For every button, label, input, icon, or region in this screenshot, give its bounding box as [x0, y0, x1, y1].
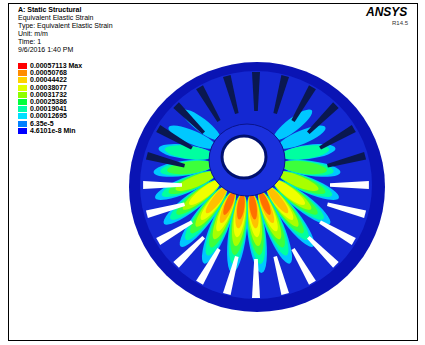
result-info: Type: Equivalent Elastic Strain — [18, 22, 113, 30]
legend-swatch — [18, 85, 27, 91]
legend-value: 0.00038077 — [30, 84, 67, 92]
strain-band — [245, 193, 264, 247]
blade-slot — [173, 102, 205, 134]
legend-swatch — [18, 63, 27, 69]
strain-band — [244, 193, 266, 256]
blade-slot — [196, 248, 221, 285]
legend-swatch — [18, 113, 27, 119]
frame — [9, 4, 418, 341]
result-info: 9/6/2016 1:40 PM — [18, 46, 73, 54]
legend-swatch — [18, 77, 27, 83]
version: R14.5 — [392, 20, 408, 27]
blade-slot — [252, 72, 260, 111]
legend-swatch — [18, 70, 27, 76]
blade-slot — [273, 256, 289, 295]
legend-value: 0.00031732 — [30, 91, 67, 99]
blade-slot — [223, 75, 239, 114]
legend-swatch — [18, 99, 27, 105]
legend-swatch — [18, 128, 27, 134]
blade-slot — [327, 202, 366, 218]
blade-slot — [156, 125, 193, 150]
blade-slot — [156, 220, 193, 245]
result-info: Unit: m/m — [18, 30, 48, 38]
strain-band — [243, 193, 268, 265]
blade-slot — [291, 85, 316, 122]
legend-value: 0.00057113 Max — [30, 62, 82, 70]
legend-value: 0.00019041 — [30, 105, 67, 113]
blade-slot — [252, 259, 260, 298]
blade-slot — [291, 248, 316, 285]
hub-bore — [222, 136, 266, 178]
blade-slot — [319, 220, 356, 245]
wheel-rim — [129, 62, 385, 312]
blade-slot — [143, 181, 182, 189]
hub — [209, 124, 285, 196]
legend-value: 4.6101e-8 Min — [30, 127, 76, 135]
blade-slot — [330, 181, 369, 189]
legend-value: 0.00012695 — [30, 112, 67, 120]
blade-slot — [307, 102, 339, 134]
logo: ANSYS — [366, 6, 407, 19]
blade-slot — [273, 75, 289, 114]
legend-value: 0.00025386 — [30, 98, 67, 106]
legend-value: 6.35e-5 — [30, 120, 54, 128]
legend-swatch — [18, 121, 27, 127]
wheel-disk — [140, 71, 372, 299]
blade-slot — [196, 85, 221, 122]
analysis-title: A: Static Structural — [18, 6, 81, 14]
blade-slot — [146, 202, 185, 218]
blade-slot — [146, 152, 185, 168]
blade-slot — [307, 236, 339, 268]
blade-slot — [223, 256, 239, 295]
legend-value: 0.00050768 — [30, 69, 67, 77]
blade-slot — [173, 236, 205, 268]
result-info: Equivalent Elastic Strain — [18, 14, 93, 22]
strain-band — [246, 193, 262, 238]
strain-band — [247, 193, 260, 229]
strain-band — [248, 193, 259, 220]
legend-swatch — [18, 106, 27, 112]
result-info: Time: 1 — [18, 38, 41, 46]
blade-slot — [319, 125, 356, 150]
strain-band — [236, 193, 247, 220]
legend-value: 0.00044422 — [30, 76, 67, 84]
legend-swatch — [18, 92, 27, 98]
blade-slots — [143, 72, 369, 298]
blade-slot — [327, 152, 366, 168]
